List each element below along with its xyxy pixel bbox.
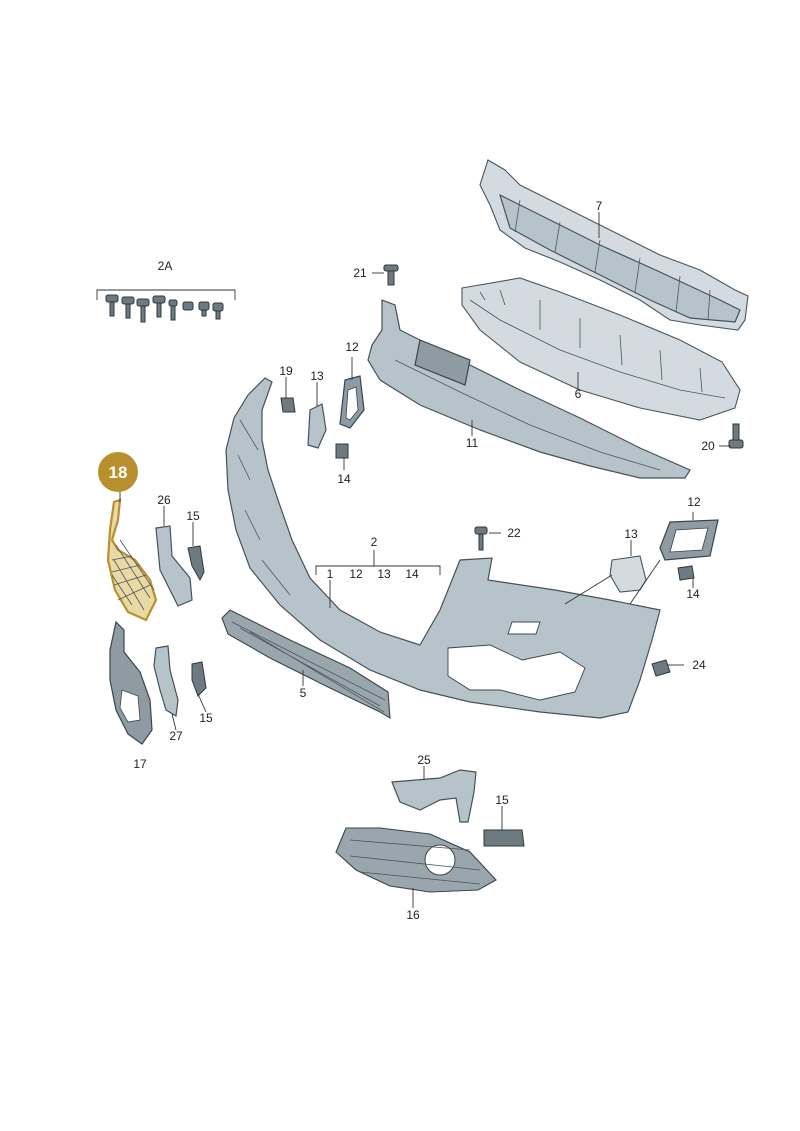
part-12-left-frame[interactable] bbox=[339, 375, 365, 429]
label-14-top: 14 bbox=[337, 472, 351, 486]
part-15-upper-holder[interactable] bbox=[187, 545, 205, 582]
label-15-lower: 15 bbox=[495, 793, 509, 807]
label-24: 24 bbox=[692, 658, 706, 672]
label-2: 2 bbox=[371, 535, 378, 549]
part-1-bumper-cover[interactable] bbox=[225, 377, 661, 719]
part-7-impact-beam[interactable] bbox=[479, 159, 749, 331]
label-2A: 2A bbox=[158, 259, 173, 273]
part-14-right-connector[interactable] bbox=[677, 565, 695, 581]
part-18-grille-highlighted[interactable] bbox=[106, 498, 158, 622]
label-6: 6 bbox=[575, 387, 582, 401]
highlight-callout[interactable]: 18 bbox=[98, 452, 138, 492]
label-5: 5 bbox=[300, 686, 307, 700]
part-22-bolt[interactable] bbox=[474, 526, 488, 551]
part-labels: 2A 7 21 6 12 19 13 11 20 14 26 15 22 2 1… bbox=[133, 199, 715, 922]
highlight-number: 18 bbox=[109, 463, 128, 482]
part-13-left-cover[interactable] bbox=[307, 403, 327, 449]
part-14-left-connector[interactable] bbox=[335, 443, 349, 459]
label-13-right: 13 bbox=[624, 527, 638, 541]
label-25: 25 bbox=[417, 753, 431, 767]
label-15-middle: 15 bbox=[199, 711, 213, 725]
highlight-badge bbox=[98, 452, 138, 492]
label-14-right: 14 bbox=[686, 587, 700, 601]
label-12-right: 12 bbox=[687, 495, 701, 509]
label-22: 22 bbox=[507, 526, 521, 540]
leader-lines bbox=[119, 212, 731, 908]
part-6-cover-plate[interactable] bbox=[461, 277, 741, 421]
label-21: 21 bbox=[353, 266, 367, 280]
label-17: 17 bbox=[133, 757, 147, 771]
part-27-bracket[interactable] bbox=[153, 645, 179, 717]
label-14-mid: 14 bbox=[405, 567, 419, 581]
part-20-bolt[interactable] bbox=[728, 423, 744, 449]
part-12-right-frame[interactable] bbox=[659, 519, 719, 561]
part-15-middle-holder[interactable] bbox=[191, 661, 207, 697]
part-5-lower-grille[interactable] bbox=[221, 609, 391, 720]
label-13-mid: 13 bbox=[377, 567, 391, 581]
label-27: 27 bbox=[169, 729, 183, 743]
part-26-bracket[interactable] bbox=[155, 525, 193, 607]
part-19-clip[interactable] bbox=[280, 397, 296, 413]
label-7: 7 bbox=[596, 199, 603, 213]
label-12-mid: 12 bbox=[349, 567, 363, 581]
label-1: 1 bbox=[327, 567, 334, 581]
label-19: 19 bbox=[279, 364, 293, 378]
label-13-top: 13 bbox=[310, 369, 324, 383]
part-2A-fastener-set[interactable] bbox=[96, 289, 236, 323]
part-24-clip-nut[interactable] bbox=[651, 659, 671, 677]
label-26: 26 bbox=[157, 493, 171, 507]
part-17-grille[interactable] bbox=[109, 620, 153, 745]
part-21-clip[interactable] bbox=[383, 264, 399, 286]
label-20: 20 bbox=[701, 439, 715, 453]
label-15-upper: 15 bbox=[186, 509, 200, 523]
part-11-air-guide[interactable] bbox=[367, 299, 691, 479]
part-16-fog-grille[interactable] bbox=[335, 827, 497, 893]
part-15-lower-holder[interactable] bbox=[483, 829, 525, 847]
label-16: 16 bbox=[406, 908, 420, 922]
part-13-right-cover[interactable] bbox=[609, 555, 647, 593]
label-11: 11 bbox=[466, 436, 479, 450]
part-25-frame[interactable] bbox=[391, 769, 477, 823]
label-12-top: 12 bbox=[345, 340, 359, 354]
